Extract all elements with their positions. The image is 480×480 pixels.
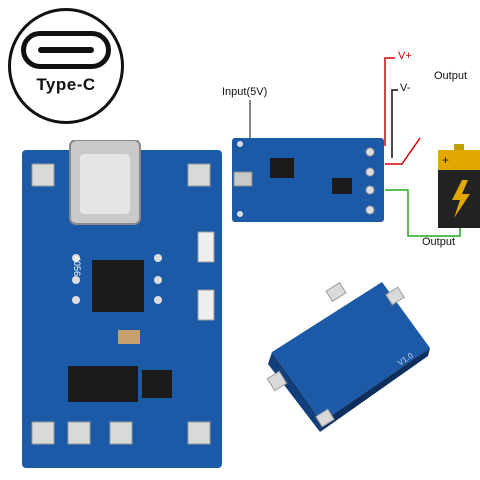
mount-hole: [31, 163, 55, 187]
type-c-badge: Type-C: [8, 8, 124, 124]
lightning-bolt-icon: [452, 180, 470, 218]
small-pcb-board: [232, 138, 384, 222]
tc4056a-chip: [92, 260, 144, 312]
battery-icon: +: [438, 144, 480, 228]
input-label: Input(5V): [222, 86, 268, 98]
mount-hole: [187, 163, 211, 187]
led-2: [197, 289, 215, 321]
back-pad: [385, 286, 405, 306]
usb-c-port-icon: [21, 31, 111, 69]
small-chip-1: [270, 158, 294, 178]
small-usb-port: [233, 171, 253, 187]
output-label-bottom: Output: [422, 236, 456, 248]
red-wire-top: [384, 57, 395, 146]
pad-b-minus: [67, 421, 91, 445]
pad-b-plus: [109, 421, 133, 445]
front-pcb-board: 4056: [22, 140, 222, 468]
output-label-top: Output: [434, 70, 468, 82]
small-chip-2: [332, 178, 352, 194]
svg-text:4056: 4056: [72, 256, 82, 276]
type-c-label: Type-C: [36, 75, 96, 94]
back-pcb-board: V1.0: [266, 282, 430, 432]
green-wire: [385, 189, 461, 237]
inductor: [118, 330, 140, 344]
back-pad: [266, 370, 288, 392]
led-1: [197, 231, 215, 263]
8205a-chip: [142, 370, 172, 398]
back-pad: [315, 408, 335, 428]
red-wire-battery: [385, 137, 421, 165]
dw01-chip: [68, 366, 138, 402]
black-wire: [391, 89, 398, 158]
wiring-diagram: +: [232, 57, 480, 237]
svg-text:+: +: [442, 153, 449, 167]
back-pad: [325, 282, 347, 303]
mount-hole: [31, 421, 55, 445]
mount-hole: [187, 421, 211, 445]
v-minus-label: V-: [400, 82, 411, 94]
v-plus-label: V+: [398, 50, 412, 62]
